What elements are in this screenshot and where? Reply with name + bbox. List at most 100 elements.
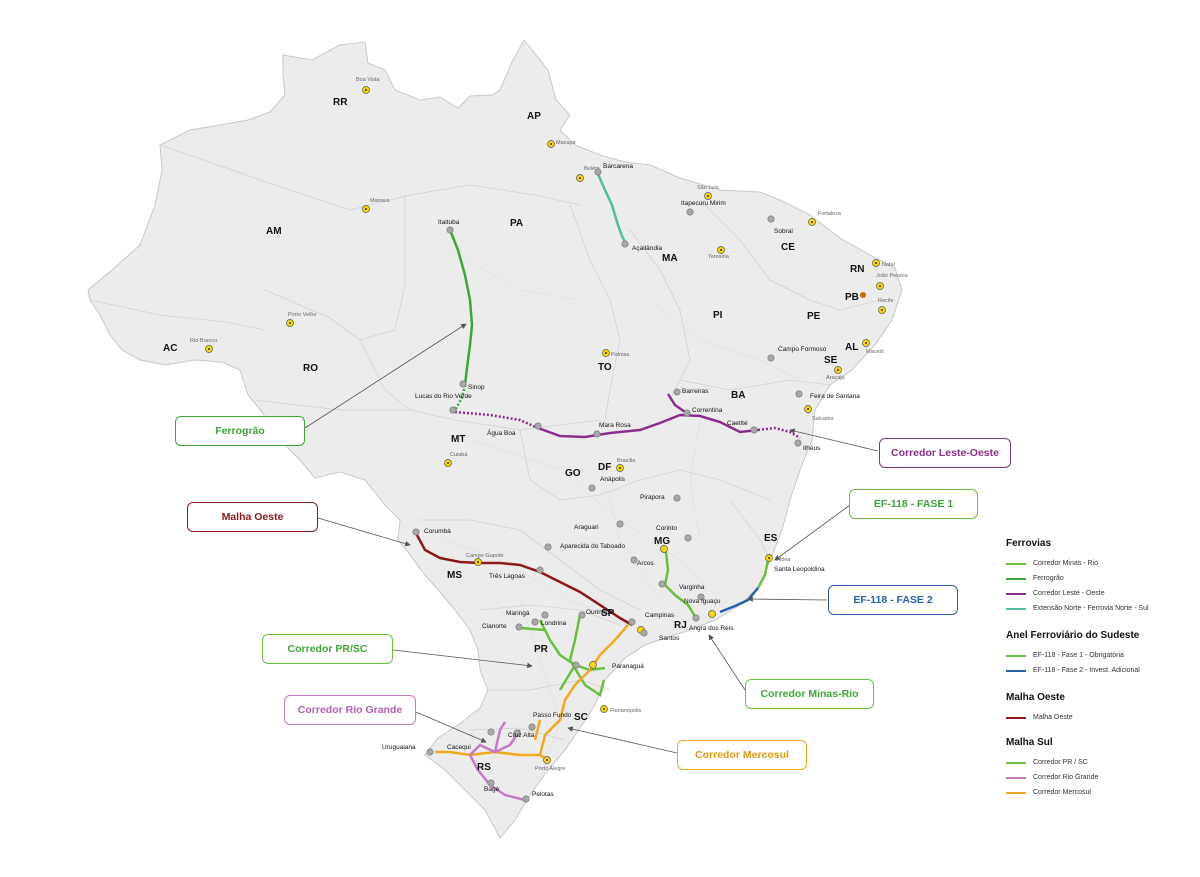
legend-item: Corredor Mercosul	[1006, 785, 1196, 800]
svg-text:Salvador: Salvador	[812, 416, 834, 422]
svg-text:Sobral: Sobral	[774, 228, 793, 235]
state-label-ba: BA	[731, 390, 745, 401]
capital-marker: Fortaleza	[808, 211, 842, 226]
state-label-al: AL	[845, 342, 858, 353]
rail-pr-sc	[519, 614, 606, 698]
rail-ef118-f2	[719, 587, 759, 614]
svg-text:Itapecuru Mirim: Itapecuru Mirim	[681, 200, 726, 207]
svg-text:Aracaju: Aracaju	[826, 375, 845, 381]
svg-text:Santa Leopoldina: Santa Leopoldina	[774, 566, 825, 573]
rail-rio-grande	[468, 721, 526, 802]
legend-swatch	[1006, 577, 1026, 580]
legend-swatch	[1006, 791, 1026, 794]
capital-marker: Maceió	[862, 339, 884, 355]
state-label-mt: MT	[451, 434, 465, 445]
svg-text:Manaus: Manaus	[370, 198, 390, 204]
capital-marker: Aracaju	[826, 366, 845, 381]
rail-ferrograo	[448, 229, 474, 386]
capital-marker-curitiba	[589, 661, 597, 669]
svg-text:Pelotas: Pelotas	[532, 791, 554, 798]
state-label-rs: RS	[477, 762, 491, 773]
pb-marker	[860, 292, 866, 298]
callout-minas-rio: Corredor Minas-Rio	[745, 679, 874, 709]
svg-text:Angra dos Reis: Angra dos Reis	[689, 625, 734, 632]
state-label-ce: CE	[781, 242, 795, 253]
capital-marker: Campo Grande	[466, 553, 504, 566]
capital-marker: Teresina	[708, 246, 730, 260]
svg-text:Londrina: Londrina	[541, 620, 567, 627]
legend-swatch	[1006, 716, 1026, 719]
svg-text:Feira de Santana: Feira de Santana	[810, 393, 860, 400]
rail-ef118-f1	[756, 559, 770, 589]
svg-text:Maringá: Maringá	[506, 610, 530, 617]
state-label-df: DF	[598, 462, 611, 473]
svg-text:Araguari: Araguari	[574, 524, 599, 531]
svg-text:Açailândia: Açailândia	[632, 245, 662, 252]
capital-marker: Porto Velho	[286, 312, 316, 327]
svg-text:Belém: Belém	[584, 166, 600, 172]
legend-group-oeste: Malha Oeste Malha Oeste	[1006, 692, 1196, 725]
svg-text:Palmas: Palmas	[611, 352, 630, 358]
state-borders	[89, 144, 881, 741]
svg-text:Bagé: Bagé	[484, 786, 500, 793]
svg-text:Brasília: Brasília	[617, 458, 636, 464]
svg-text:Porto Alegre: Porto Alegre	[535, 766, 565, 772]
svg-text:Rio Branco: Rio Branco	[190, 338, 217, 344]
rail-minas-rio	[663, 551, 698, 619]
state-label-pb: PB	[845, 292, 859, 303]
capital-marker: Boa Vista	[356, 77, 380, 94]
svg-text:Sinop: Sinop	[468, 384, 485, 391]
state-label-go: GO	[565, 468, 581, 479]
legend-item: Ferrogrão	[1006, 571, 1196, 586]
rail-leste-oeste-branch	[666, 393, 686, 414]
state-label-sp: SP	[601, 608, 615, 619]
state-label-ac: AC	[163, 343, 177, 354]
legend-item: Extensão Norte - Ferrovia Norte - Sul	[1006, 601, 1196, 616]
legend-item: EF-118 - Fase 2 - Invest. Adicional	[1006, 663, 1196, 678]
svg-text:Santos: Santos	[659, 635, 680, 642]
svg-text:Cuiabá: Cuiabá	[450, 452, 468, 458]
svg-text:Florianópolis: Florianópolis	[610, 708, 641, 714]
legend-item: Malha Oeste	[1006, 710, 1196, 725]
state-label-ro: RO	[303, 363, 318, 374]
svg-text:Campinas: Campinas	[645, 612, 675, 619]
state-label-ap: AP	[527, 111, 541, 122]
legend-item: Corredor Rio Grande	[1006, 770, 1196, 785]
legend-item: Corredor Leste - Oeste	[1006, 586, 1196, 601]
legend-item: Corredor PR / SC	[1006, 755, 1196, 770]
state-label-ma: MA	[662, 253, 678, 264]
legend-title: Malha Sul	[1006, 737, 1053, 748]
rail-leste-oeste-dotted-east	[757, 426, 801, 440]
rail-leste-oeste-dotted	[454, 410, 539, 430]
svg-text:Anápolis: Anápolis	[600, 476, 626, 483]
svg-text:Maceió: Maceió	[866, 349, 884, 355]
svg-text:Varginha: Varginha	[679, 584, 705, 591]
state-label-sc: SC	[574, 712, 588, 723]
capital-marker: Florianópolis	[600, 705, 641, 714]
state-label-to: TO	[598, 362, 612, 373]
svg-text:Cruz Alta: Cruz Alta	[508, 732, 535, 739]
legend-swatch	[1006, 607, 1026, 610]
state-label-es: ES	[764, 533, 778, 544]
svg-text:Campo Formoso: Campo Formoso	[778, 346, 827, 353]
state-label-pe: PE	[807, 311, 821, 322]
state-label-pa: PA	[510, 218, 523, 229]
svg-text:Mara Rosa: Mara Rosa	[599, 422, 631, 429]
svg-text:Barcarena: Barcarena	[603, 163, 633, 170]
callout-ef118-fase2: EF-118 - FASE 2	[828, 585, 958, 615]
svg-text:Correntina: Correntina	[692, 407, 723, 414]
capital-marker: Cuiabá	[444, 452, 468, 467]
map-legend: Ferrovias Corredor Minas - Rio Ferrogrão…	[1006, 538, 1196, 812]
capital-marker: Natal	[872, 259, 895, 268]
road-network	[419, 249, 801, 781]
rail-norte-sul	[596, 173, 628, 245]
capital-marker: Porto Alegre	[535, 756, 565, 772]
legend-title: Malha Oeste	[1006, 692, 1065, 703]
svg-text:Aparecida do Taboado: Aparecida do Taboado	[560, 543, 625, 550]
capital-marker: Macapá	[547, 140, 577, 148]
svg-text:Vitória: Vitória	[775, 557, 791, 563]
state-label-rn: RN	[850, 264, 864, 275]
svg-text:Três Lagoas: Três Lagoas	[489, 573, 526, 580]
legend-swatch	[1006, 562, 1026, 565]
svg-text:Macapá: Macapá	[556, 140, 577, 146]
